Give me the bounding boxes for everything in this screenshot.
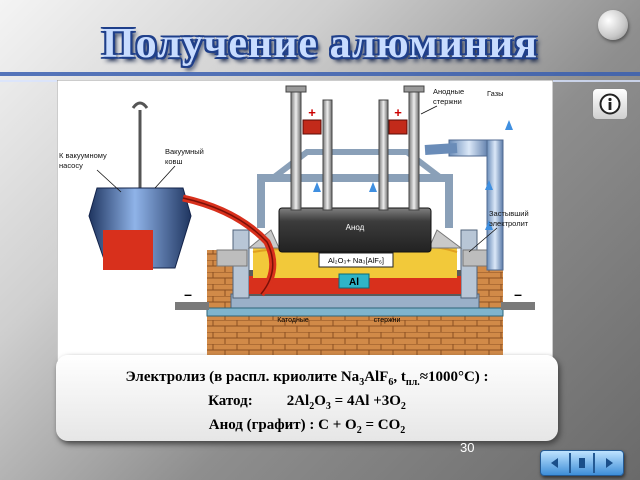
subscript: 2 xyxy=(400,425,406,436)
info-button[interactable] xyxy=(592,88,628,120)
anode-rods-label-1: Анодные xyxy=(433,87,464,96)
reaction-caption: Электролиз (в распл. криолите Na3AlF6, t… xyxy=(56,355,558,441)
caption-text: 2Al xyxy=(286,393,310,409)
subscript: 3 xyxy=(325,401,331,412)
vacuum-pump-label-2: насосу xyxy=(59,161,83,170)
gases-label: Газы xyxy=(487,89,504,98)
electrolyte-formula: Al₂O₃+ Na₃[AlF₆] xyxy=(328,256,384,265)
caption-text: = 4Al +3O xyxy=(330,393,401,409)
caption-line-cathode: Катод:2Al2O3 = 4Al +3O2 xyxy=(56,393,558,412)
electrolysis-cell-diagram: Анод Al₂O₃+ Na₃[AlF₆] Al + + – – Катодны… xyxy=(57,80,553,362)
next-slide-button[interactable] xyxy=(595,451,623,475)
frozen-electrolyte-label-1: Застывший xyxy=(489,209,529,218)
subscript: 6 xyxy=(388,377,394,388)
nav-divider xyxy=(569,453,571,473)
plus-sign-left: + xyxy=(308,105,316,120)
subscript: 2 xyxy=(400,401,406,412)
caption-line-anode: Анод (графит) : C + O2 = CO2 xyxy=(56,417,558,436)
cathode-rods-label-1: Катодные xyxy=(277,317,309,324)
home-slide-button[interactable] xyxy=(571,451,593,475)
slide-navigation xyxy=(540,450,624,476)
caption-text: O xyxy=(314,393,326,409)
vacuum-ladle-label-2: ковш xyxy=(165,157,183,166)
minus-sign-right: – xyxy=(514,286,522,302)
aluminum-label-box xyxy=(338,273,370,289)
nav-divider xyxy=(593,453,595,473)
subscript: пл. xyxy=(405,377,420,388)
decorative-dot xyxy=(598,10,628,40)
subscript: 2 xyxy=(309,401,315,412)
subscript: 2 xyxy=(356,425,362,436)
anode-rods xyxy=(285,85,425,211)
arrow-left-icon xyxy=(551,458,558,468)
anode-label: Анод xyxy=(346,223,365,232)
caption-text: Анод (графит) : C + O xyxy=(208,417,357,433)
cathode-rods-label-2: стержни xyxy=(374,317,401,324)
caption-text: AlF xyxy=(364,369,389,385)
title-underline xyxy=(0,72,640,76)
plus-sign-right: + xyxy=(394,105,402,120)
page-number: 30 xyxy=(460,440,475,455)
formula-box xyxy=(318,252,394,268)
minus-sign-left: – xyxy=(184,286,192,302)
vacuum-ladle xyxy=(88,101,277,297)
arrow-right-icon xyxy=(606,458,613,468)
slide-title: Получение алюминия xyxy=(102,21,538,67)
subscript: 3 xyxy=(359,377,365,388)
info-icon xyxy=(599,93,621,115)
gas-hood xyxy=(257,139,504,271)
prev-slide-button[interactable] xyxy=(541,451,569,475)
anode-rods-label-2: стержни xyxy=(433,97,462,106)
vacuum-pump-label-1: К вакуумному xyxy=(59,151,107,160)
anode-block xyxy=(278,207,432,253)
caption-text: , t xyxy=(393,369,406,385)
caption-text: Электролиз (в распл. криолите Na xyxy=(125,369,360,385)
caption-line-electrolysis: Электролиз (в распл. криолите Na3AlF6, t… xyxy=(56,369,558,388)
cathode-rods xyxy=(175,302,535,317)
caption-text: = CO xyxy=(361,417,401,433)
frozen-electrolyte-label-2: электролит xyxy=(489,219,529,228)
vacuum-ladle-label-1: Вакуумный xyxy=(165,147,204,156)
gas-flow-arrows xyxy=(313,120,513,230)
stop-icon xyxy=(579,458,585,468)
aluminum-label: Al xyxy=(349,277,359,288)
caption-text: ≈1000°C) : xyxy=(419,369,489,385)
cathode-label: Катод: xyxy=(208,393,253,409)
